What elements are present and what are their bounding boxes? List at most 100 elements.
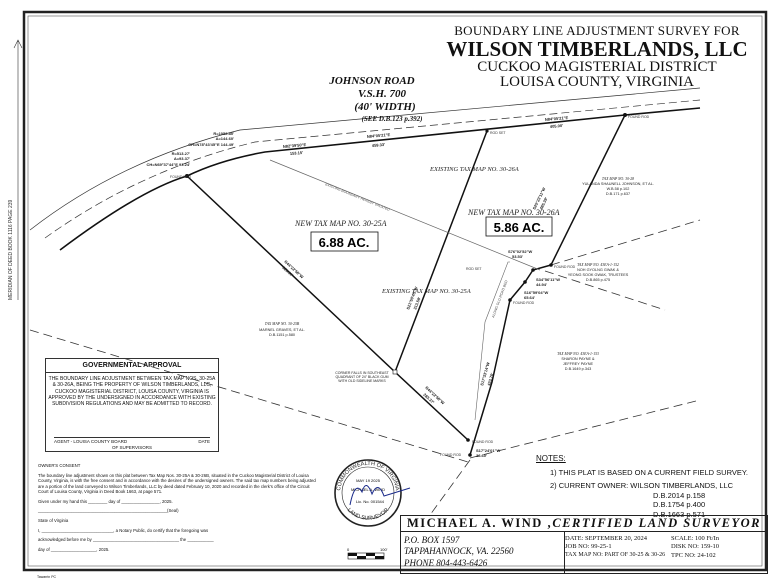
svg-text:FOUND ROD: FOUND ROD [440,453,462,457]
notes: NOTES: 1) THIS PLAT IS BASED ON A CURREN… [536,454,748,519]
svg-text:S17°24'01"W: S17°24'01"W [476,448,500,453]
consent-notary: I, ______________________________, a Not… [38,527,209,533]
approval-agent-2: OF SUPERVISORS [112,445,152,450]
consent-day: day of ___________________, 2025. [38,546,110,552]
approval-heading: GOVERNMENTAL APPROVAL [46,359,218,373]
svg-text:TAX MAP NO. 43EA-1-152: TAX MAP NO. 43EA-1-152 [577,263,619,267]
adjoiner-dashed-lines [29,219,701,516]
svg-text:W.B.58 p.102: W.B.58 p.102 [607,187,630,191]
phone: PHONE 804-443-6426 [404,557,488,568]
acreage-26a: 5.86 AC. [494,220,545,235]
svg-text:TAX MAP NO. 30-28: TAX MAP NO. 30-28 [602,177,634,181]
svg-text:N84°05'21"E: N84°05'21"E [367,132,391,139]
svg-text:(40' WIDTH): (40' WIDTH) [354,101,415,113]
svg-text:R=1052.80': R=1052.80' [213,131,234,136]
svg-text:R=513.27': R=513.27' [172,151,190,156]
svg-text:313.58': 313.58' [412,296,421,310]
svg-text:D.B.1649 p.343: D.B.1649 p.343 [565,367,591,371]
curve-data: R=1052.80' A=144.60' CH=N78°43'45"E 144.… [146,131,234,167]
svg-text:53.53': 53.53' [512,254,523,259]
tax-map-number: TAX MAP NO: PART OF 30-25 & 30-26 [565,551,666,558]
vacated-line-label: EXISTING BOUNDARY HEREBY VACATED [325,182,391,212]
surveyor-address: P.O. BOX 1597 TAPPAHANNOCK, VA. 22560 PH… [401,532,565,573]
svg-text:38.60': 38.60' [476,453,487,458]
svg-text:S16°59'04"W: S16°59'04"W [524,290,548,295]
parcel-labels: NEW TAX MAP NO. 30-25A NEW TAX MAP NO. 3… [294,166,560,295]
svg-text:485.39': 485.39' [538,196,548,210]
svg-text:CH=N78°43'45"E 144.49': CH=N78°43'45"E 144.49' [188,142,234,147]
svg-text:NEW TAX MAP NO. 30-26A: NEW TAX MAP NO. 30-26A [467,208,560,217]
svg-text:CH=N69°37'44"E 93.24': CH=N69°37'44"E 93.24' [146,162,190,167]
svg-text:ROD SET: ROD SET [490,131,506,135]
approval-date: DATE [198,439,210,444]
svg-text:100': 100' [380,547,388,552]
svg-text:Lic. No. 001544: Lic. No. 001544 [356,499,385,504]
acreage-box-25a [310,231,379,252]
vacated-line [269,159,541,271]
svg-text:0: 0 [347,547,350,552]
address-line: P.O. BOX 1597 [404,535,460,545]
corner-note: CORNER FALLS IN SOUTHEAST QUADRANT OF 24… [335,371,389,383]
svg-text:FOUND ROD: FOUND ROD [513,301,535,305]
title-county: LOUISA COUNTY, VIRGINIA [499,74,695,91]
svg-text:TAX MAP NO. 43EA-1-153: TAX MAP NO. 43EA-1-153 [557,352,599,356]
tpc-number: TPC NO: 24-102 [671,551,716,559]
svg-text:S17°33'14"W: S17°33'14"W [479,361,491,386]
svg-text:153.15': 153.15' [290,150,304,156]
acreage-25a: 6.88 AC. [319,235,370,250]
job-info: DATE: SEPTEMBER 20, 2024 SCALE: 100 Ft/I… [565,535,761,560]
surveyor-name: MICHAEL A. WIND , [407,516,553,530]
svg-text:S34°56'11"W: S34°56'11"W [536,277,560,282]
svg-text:MARNEL GRAVES, ET AL.: MARNEL GRAVES, ET AL. [259,328,305,332]
svg-text:65.64': 65.64' [524,295,535,300]
svg-text:V.S.H. 700: V.S.H. 700 [358,88,407,100]
old-road-bed [474,261,510,421]
approval-text: THE BOUNDARY LINE ADJUSTMENT BETWEEN TAX… [48,376,216,407]
svg-text:(SEE D.B.123 p.392): (SEE D.B.123 p.392) [362,115,423,123]
title-line-1: BOUNDARY LINE ADJUSTMENT SURVEY FOR [454,23,740,38]
sheet-border [22,10,768,572]
scale-bar: 0 100' [347,547,388,560]
surveyor-certification: CERTIFIED LAND SURVEYOR [552,516,761,530]
survey-date: DATE: SEPTEMBER 20, 2024 [565,535,647,542]
signature [349,485,411,506]
svg-text:FOUND ROD: FOUND ROD [170,175,192,179]
svg-text:JEFFREY PAYNE: JEFFREY PAYNE [563,362,594,366]
svg-text:FOUND ROD: FOUND ROD [628,115,650,119]
svg-text:WITH OLD SIDELINE MARKS: WITH OLD SIDELINE MARKS [338,379,386,383]
note-2: 2) CURRENT OWNER: WILSON TIMBERLANDS, LL… [550,481,734,491]
owners-consent: OWNER'S CONSENT The boundary line adjust… [38,463,318,556]
adjoiner-labels: TAX MAP NO. 30-25B MARNEL GRAVES, ET AL.… [259,177,654,371]
svg-text:MAY 19 2025: MAY 19 2025 [356,478,381,483]
svg-text:D.B.1151 p.580: D.B.1151 p.580 [269,333,295,337]
svg-text:EXISTING TAX MAP NO. 30-26A: EXISTING TAX MAP NO. 30-26A [429,166,519,173]
consent-given: Given under my hand this ________ day of… [38,498,173,504]
svg-text:A=93.37': A=93.37' [174,156,190,161]
road-label: JOHNSON ROAD V.S.H. 700 (40' WIDTH) (SEE… [328,75,422,123]
footer-note: Tawarrin PC [37,575,57,579]
meridian-note: MERIDIAN OF DEED BOOK 1116 PAGE 239 [8,199,14,300]
svg-text:JOHNSON ROAD: JOHNSON ROAD [328,75,414,87]
svg-text:TAX MAP NO. 30-25B: TAX MAP NO. 30-25B [265,322,300,326]
svg-text:S76°02'52"W: S76°02'52"W [508,249,532,254]
svg-text:EXISTING TAX MAP NO. 30-25A: EXISTING TAX MAP NO. 30-25A [381,288,471,295]
survey-scale: SCALE: 100 Ft/In [671,535,720,542]
title-block: MICHAEL A. WIND , CERTIFIED LAND SURVEYO… [400,515,768,574]
svg-text:N84°05'21"E: N84°05'21"E [545,115,569,122]
road-edge-north [29,87,701,231]
svg-text:SHARON PAYNE &: SHARON PAYNE & [561,357,595,361]
svg-text:A=144.60': A=144.60' [216,136,234,141]
bearing-labels: N82°39'50"E 153.15' N84°05'21"E 459.33' … [281,115,568,458]
svg-text:423.70': 423.70' [486,372,494,386]
note-deed: D.B.1754 p.400 [653,500,706,510]
property-boundaries [186,114,626,456]
consent-ack: acknowledged before me by ______________… [38,537,214,543]
svg-text:ROD SET: ROD SET [466,267,482,271]
note-deed: D.B.1663 p.571 [653,509,706,519]
svg-text:D.B.171 p.637: D.B.171 p.637 [606,192,630,196]
consent-heading: OWNER'S CONSENT [38,463,81,468]
title-district: CUCKOO MAGISTERIAL DISTRICT [477,58,717,75]
svg-text:NEW TAX MAP NO. 30-25A: NEW TAX MAP NO. 30-25A [294,219,387,228]
job-number: JOB NO: 99-25-1 [565,543,612,551]
